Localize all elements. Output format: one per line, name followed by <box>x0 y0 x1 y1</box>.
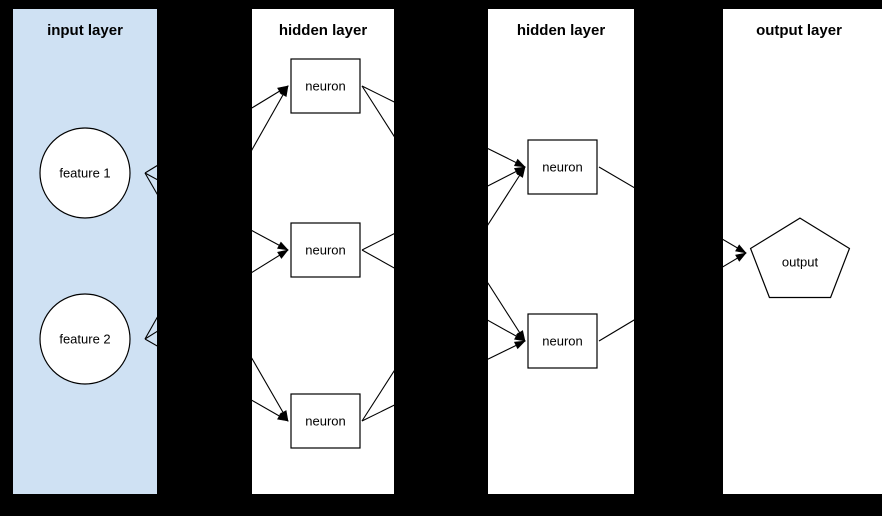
arrow-clip <box>513 340 526 350</box>
edge-h1-neuron-3-to-h2-neuron-2 <box>361 340 526 422</box>
arrow-clip <box>279 85 289 97</box>
edge-segment <box>361 85 394 138</box>
layer-hidden-layer-1: hidden layer neuron neuron neuron <box>279 22 368 449</box>
node-label-h1-neuron-2: neuron <box>305 242 345 257</box>
edge-segment <box>252 229 289 251</box>
node-h1-neuron-1[interactable] <box>290 58 361 114</box>
edge-line <box>488 166 526 187</box>
edge-feature-1-to-h1-neuron-2 <box>144 172 289 251</box>
node-feature-2[interactable] <box>39 293 131 385</box>
panel-hidden-layer-2 <box>488 9 634 494</box>
node-h2-neuron-1[interactable] <box>527 139 598 195</box>
edge-line <box>361 85 394 138</box>
node-label-feature-1: feature 1 <box>59 165 110 180</box>
arrow-clip <box>277 249 289 259</box>
edge-h2-neuron-1-to-output-node <box>598 166 747 254</box>
panel-title-hidden-layer-2: hidden layer <box>517 22 606 39</box>
node-label-output-node: output <box>782 254 819 269</box>
arrow-head-icon <box>514 332 526 342</box>
node-h1-neuron-2[interactable] <box>290 222 361 278</box>
edge-h1-neuron-1-to-h2-neuron-1 <box>361 85 526 168</box>
edge-segment <box>598 319 634 342</box>
node-label-h2-neuron-2: neuron <box>542 333 582 348</box>
panel-input-layer <box>13 9 157 494</box>
edge-line <box>488 166 526 226</box>
edge-line <box>361 233 394 251</box>
edge-segment <box>361 404 394 422</box>
arrow-clip <box>277 241 289 251</box>
edge-line <box>252 229 289 251</box>
arrow-head-icon <box>516 166 526 178</box>
edge-segment <box>361 233 394 251</box>
arrow-clip <box>735 244 747 254</box>
arrow-clip <box>513 158 526 168</box>
edge-line <box>488 340 526 360</box>
edge-line <box>361 370 394 422</box>
node-output-node[interactable] <box>749 217 851 299</box>
layer-hidden-layer-2: hidden layer neuron neuron <box>517 22 606 369</box>
edge-feature-2-to-h1-neuron-3 <box>144 338 289 422</box>
arrow-head-icon <box>277 412 289 422</box>
edge-line <box>361 404 394 422</box>
arrow-clip <box>735 252 747 262</box>
edge-segment <box>488 340 526 360</box>
edge-segment <box>488 319 526 342</box>
edge-h2-neuron-2-to-output-node <box>598 252 747 342</box>
edge-segment <box>488 166 526 226</box>
edge-line <box>488 319 526 342</box>
edge-segment <box>252 85 289 151</box>
layer-input-layer: input layer feature 1 feature 2 <box>39 22 131 385</box>
edge-segment <box>361 370 394 422</box>
edge-line <box>361 85 394 103</box>
arrow-head-icon <box>279 85 289 97</box>
arrow-head-icon <box>735 252 747 262</box>
edge-h1-neuron-3-to-h2-neuron-1 <box>361 166 526 422</box>
edge-segment <box>252 249 289 274</box>
arrow-head-icon <box>513 158 526 168</box>
node-label-h1-neuron-3: neuron <box>305 413 345 428</box>
edge-segment <box>488 166 526 187</box>
layer-output-layer: output layer output <box>749 22 851 299</box>
arrow-clip <box>277 412 289 422</box>
edge-line <box>252 249 289 274</box>
edge-segment <box>361 85 394 103</box>
edge-line <box>488 147 526 168</box>
edge-line <box>361 249 394 269</box>
edge-segment <box>252 85 289 109</box>
edge-segment <box>488 282 526 342</box>
edge-line <box>488 282 526 342</box>
edge-line <box>252 85 289 109</box>
edge-segment <box>361 249 394 269</box>
arrow-clip <box>514 332 526 342</box>
edge-line <box>252 85 289 151</box>
edge-segment <box>252 357 289 422</box>
arrow-head-icon <box>277 241 289 251</box>
edge-line <box>598 166 634 189</box>
panel-title-hidden-layer-1: hidden layer <box>279 22 368 39</box>
edges-group <box>144 85 747 422</box>
edge-feature-2-to-h1-neuron-2 <box>144 249 289 340</box>
edge-line <box>252 399 289 422</box>
arrow-head-icon <box>277 249 289 259</box>
panel-title-input-layer: input layer <box>47 22 123 39</box>
node-label-h2-neuron-1: neuron <box>542 159 582 174</box>
node-label-feature-2: feature 2 <box>59 331 110 346</box>
edge-segment <box>598 166 634 189</box>
edge-line <box>598 319 634 342</box>
node-h1-neuron-3[interactable] <box>290 393 361 449</box>
edge-line <box>252 357 289 422</box>
node-feature-1[interactable] <box>39 127 131 219</box>
arrow-clip <box>516 166 526 178</box>
node-h2-neuron-2[interactable] <box>527 313 598 369</box>
panel-title-output-layer: output layer <box>756 22 842 39</box>
node-label-h1-neuron-1: neuron <box>305 78 345 93</box>
edge-segment <box>488 147 526 168</box>
edge-feature-2-to-h1-neuron-1 <box>144 85 289 340</box>
arrow-head-icon <box>513 340 526 350</box>
arrow-head-icon <box>735 244 747 254</box>
edge-segment <box>252 399 289 422</box>
edge-h1-neuron-2-to-h2-neuron-2 <box>361 249 526 342</box>
